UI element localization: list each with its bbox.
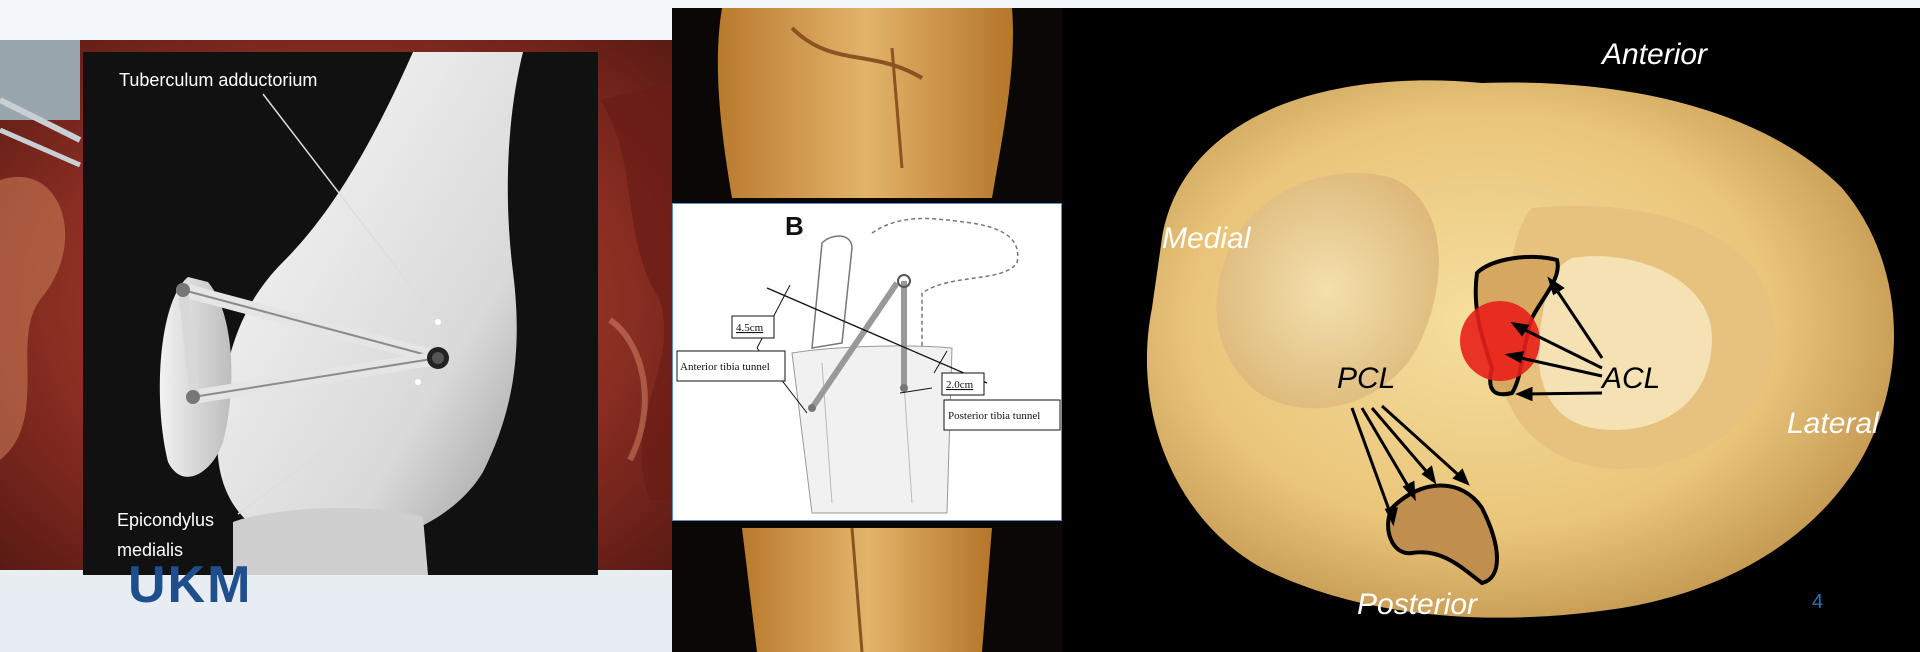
page-number: 4 (1812, 591, 1823, 614)
label-epicondylus: Epicondylus (117, 510, 214, 530)
label-anterior-tibia-tunnel: Anterior tibia tunnel (680, 361, 770, 373)
label-pcl: PCL (1337, 362, 1395, 395)
label-tuberculum-adductorium: Tuberculum adductorium (119, 70, 317, 90)
label-posterior-tibia-tunnel: Posterior tibia tunnel (948, 410, 1040, 422)
label-lateral: Lateral (1787, 407, 1880, 440)
panel-b-tunnel-diagram: B 4.5cm Anterior tibia tunnel 2.0cm Post… (672, 203, 1062, 521)
measure-4-5cm: 4.5cm (736, 322, 764, 334)
label-acl: ACL (1600, 362, 1660, 395)
panel-a-femur-illustration: Tuberculum adductorium Epicondylus media… (83, 52, 598, 575)
panel-c-tibial-plateau-photo: Anterior Medial Lateral Posterior ACL PC… (1062, 8, 1920, 652)
label-anterior: Anterior (1600, 38, 1708, 71)
image-credit: Robert Smigielski (1690, 614, 1851, 636)
ukm-logo: UKM (128, 555, 252, 615)
label-posterior: Posterior (1357, 588, 1478, 621)
panel-b-letter: B (785, 211, 804, 241)
label-medial: Medial (1162, 222, 1252, 255)
measure-2-0cm: 2.0cm (946, 379, 974, 391)
